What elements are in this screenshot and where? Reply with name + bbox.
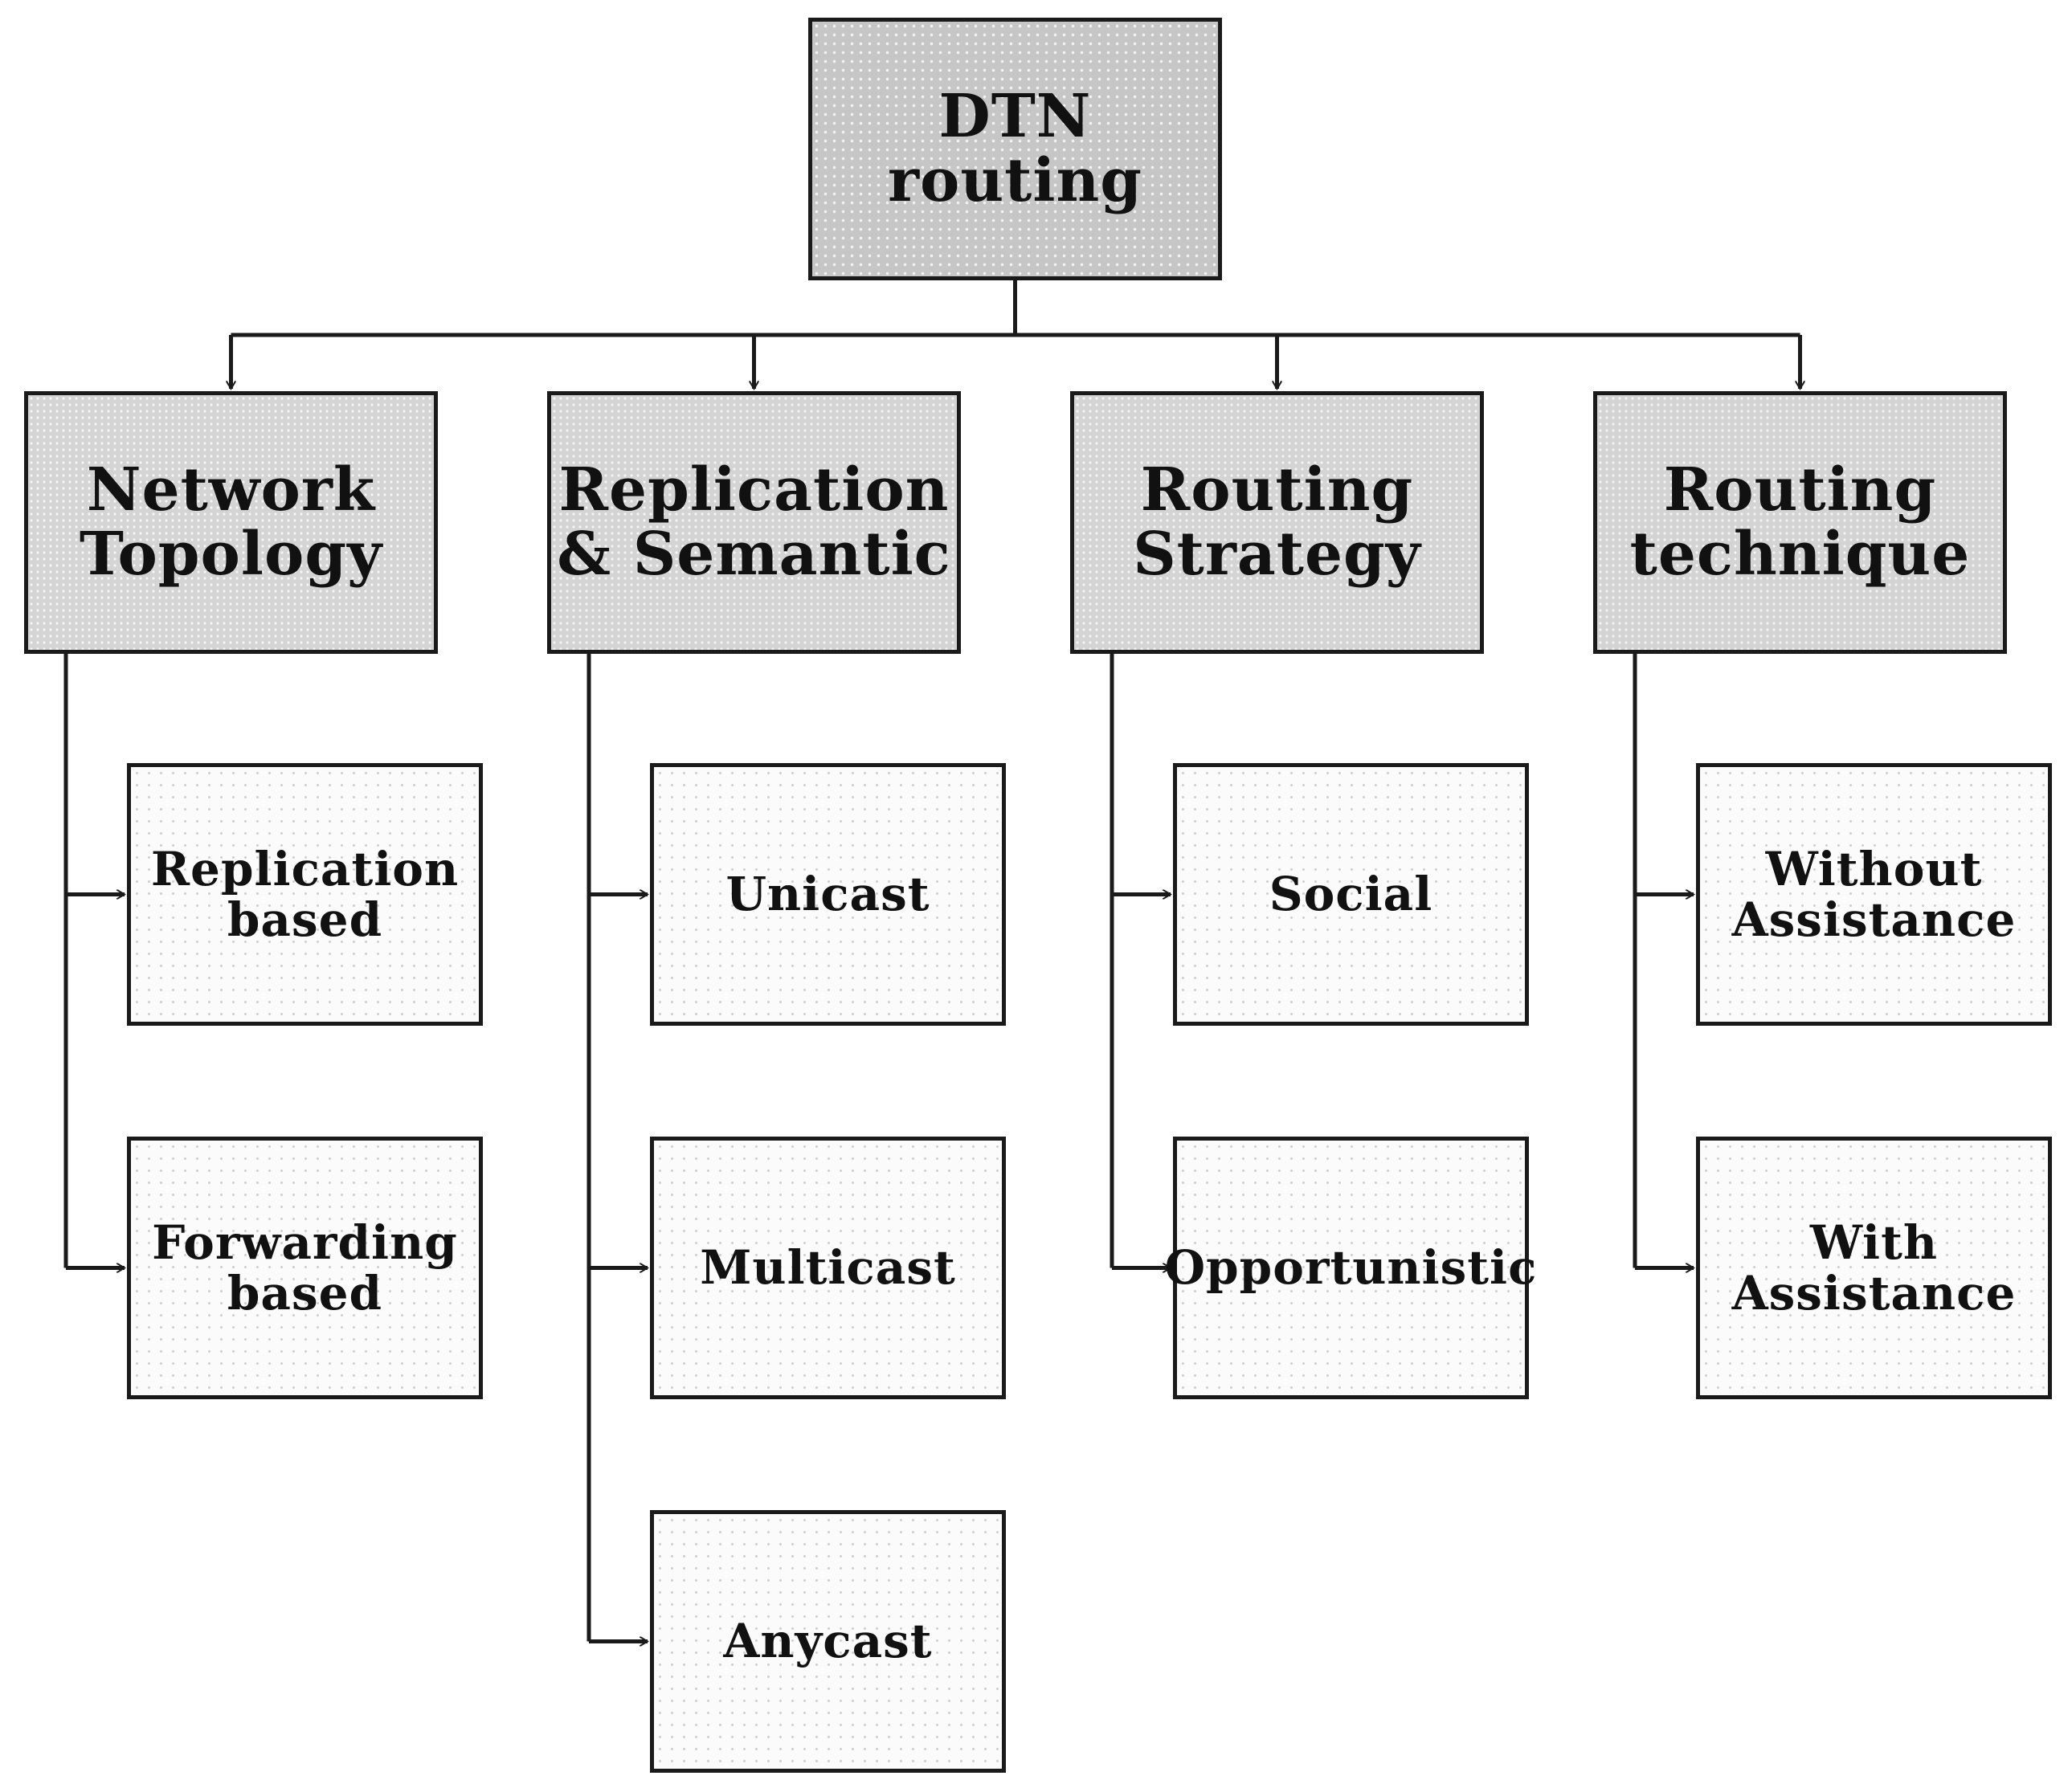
leaf-label: Forwarding based: [152, 1214, 458, 1321]
category-label: Replication & Semantic: [557, 455, 951, 589]
category-box-network-topology: Network Topology: [24, 391, 438, 654]
category-label: Network Topology: [79, 455, 383, 589]
leaf-box-routing-strategy-1: Opportunistic: [1165, 1137, 1536, 1399]
leaf-box-network-topology-1: Forwarding based: [127, 1137, 483, 1399]
leaf-box-network-topology-0: Replication based: [127, 763, 483, 1026]
leaf-label: Anycast: [723, 1614, 933, 1669]
leaf-label: Opportunistic: [1164, 1240, 1538, 1296]
leaf-label: Replication based: [150, 841, 460, 947]
leaf-box-replication-semantic-2: Anycast: [650, 1510, 1006, 1773]
category-box-routing-strategy: Routing Strategy: [1070, 391, 1484, 654]
leaf-box-routing-strategy-0: Social: [1173, 763, 1529, 1026]
leaf-box-routing-technique-1: With Assistance: [1696, 1137, 2052, 1399]
leaf-box-replication-semantic-0: Unicast: [650, 763, 1006, 1026]
root-node-label: DTN routing: [888, 81, 1142, 215]
leaf-box-routing-technique-0: Without Assistance: [1696, 763, 2052, 1026]
leaf-label: Unicast: [725, 867, 930, 922]
root-node-box: DTN routing: [808, 18, 1222, 280]
leaf-label: With Assistance: [1731, 1214, 2017, 1321]
category-label: Routing Strategy: [1133, 455, 1421, 589]
category-box-replication-semantic: Replication & Semantic: [547, 391, 961, 654]
category-label: Routing technique: [1629, 455, 1971, 589]
leaf-label: Multicast: [700, 1240, 956, 1296]
leaf-label: Social: [1269, 867, 1433, 922]
category-box-routing-technique: Routing technique: [1593, 391, 2007, 654]
leaf-box-replication-semantic-1: Multicast: [650, 1137, 1006, 1399]
leaf-label: Without Assistance: [1731, 841, 2017, 947]
